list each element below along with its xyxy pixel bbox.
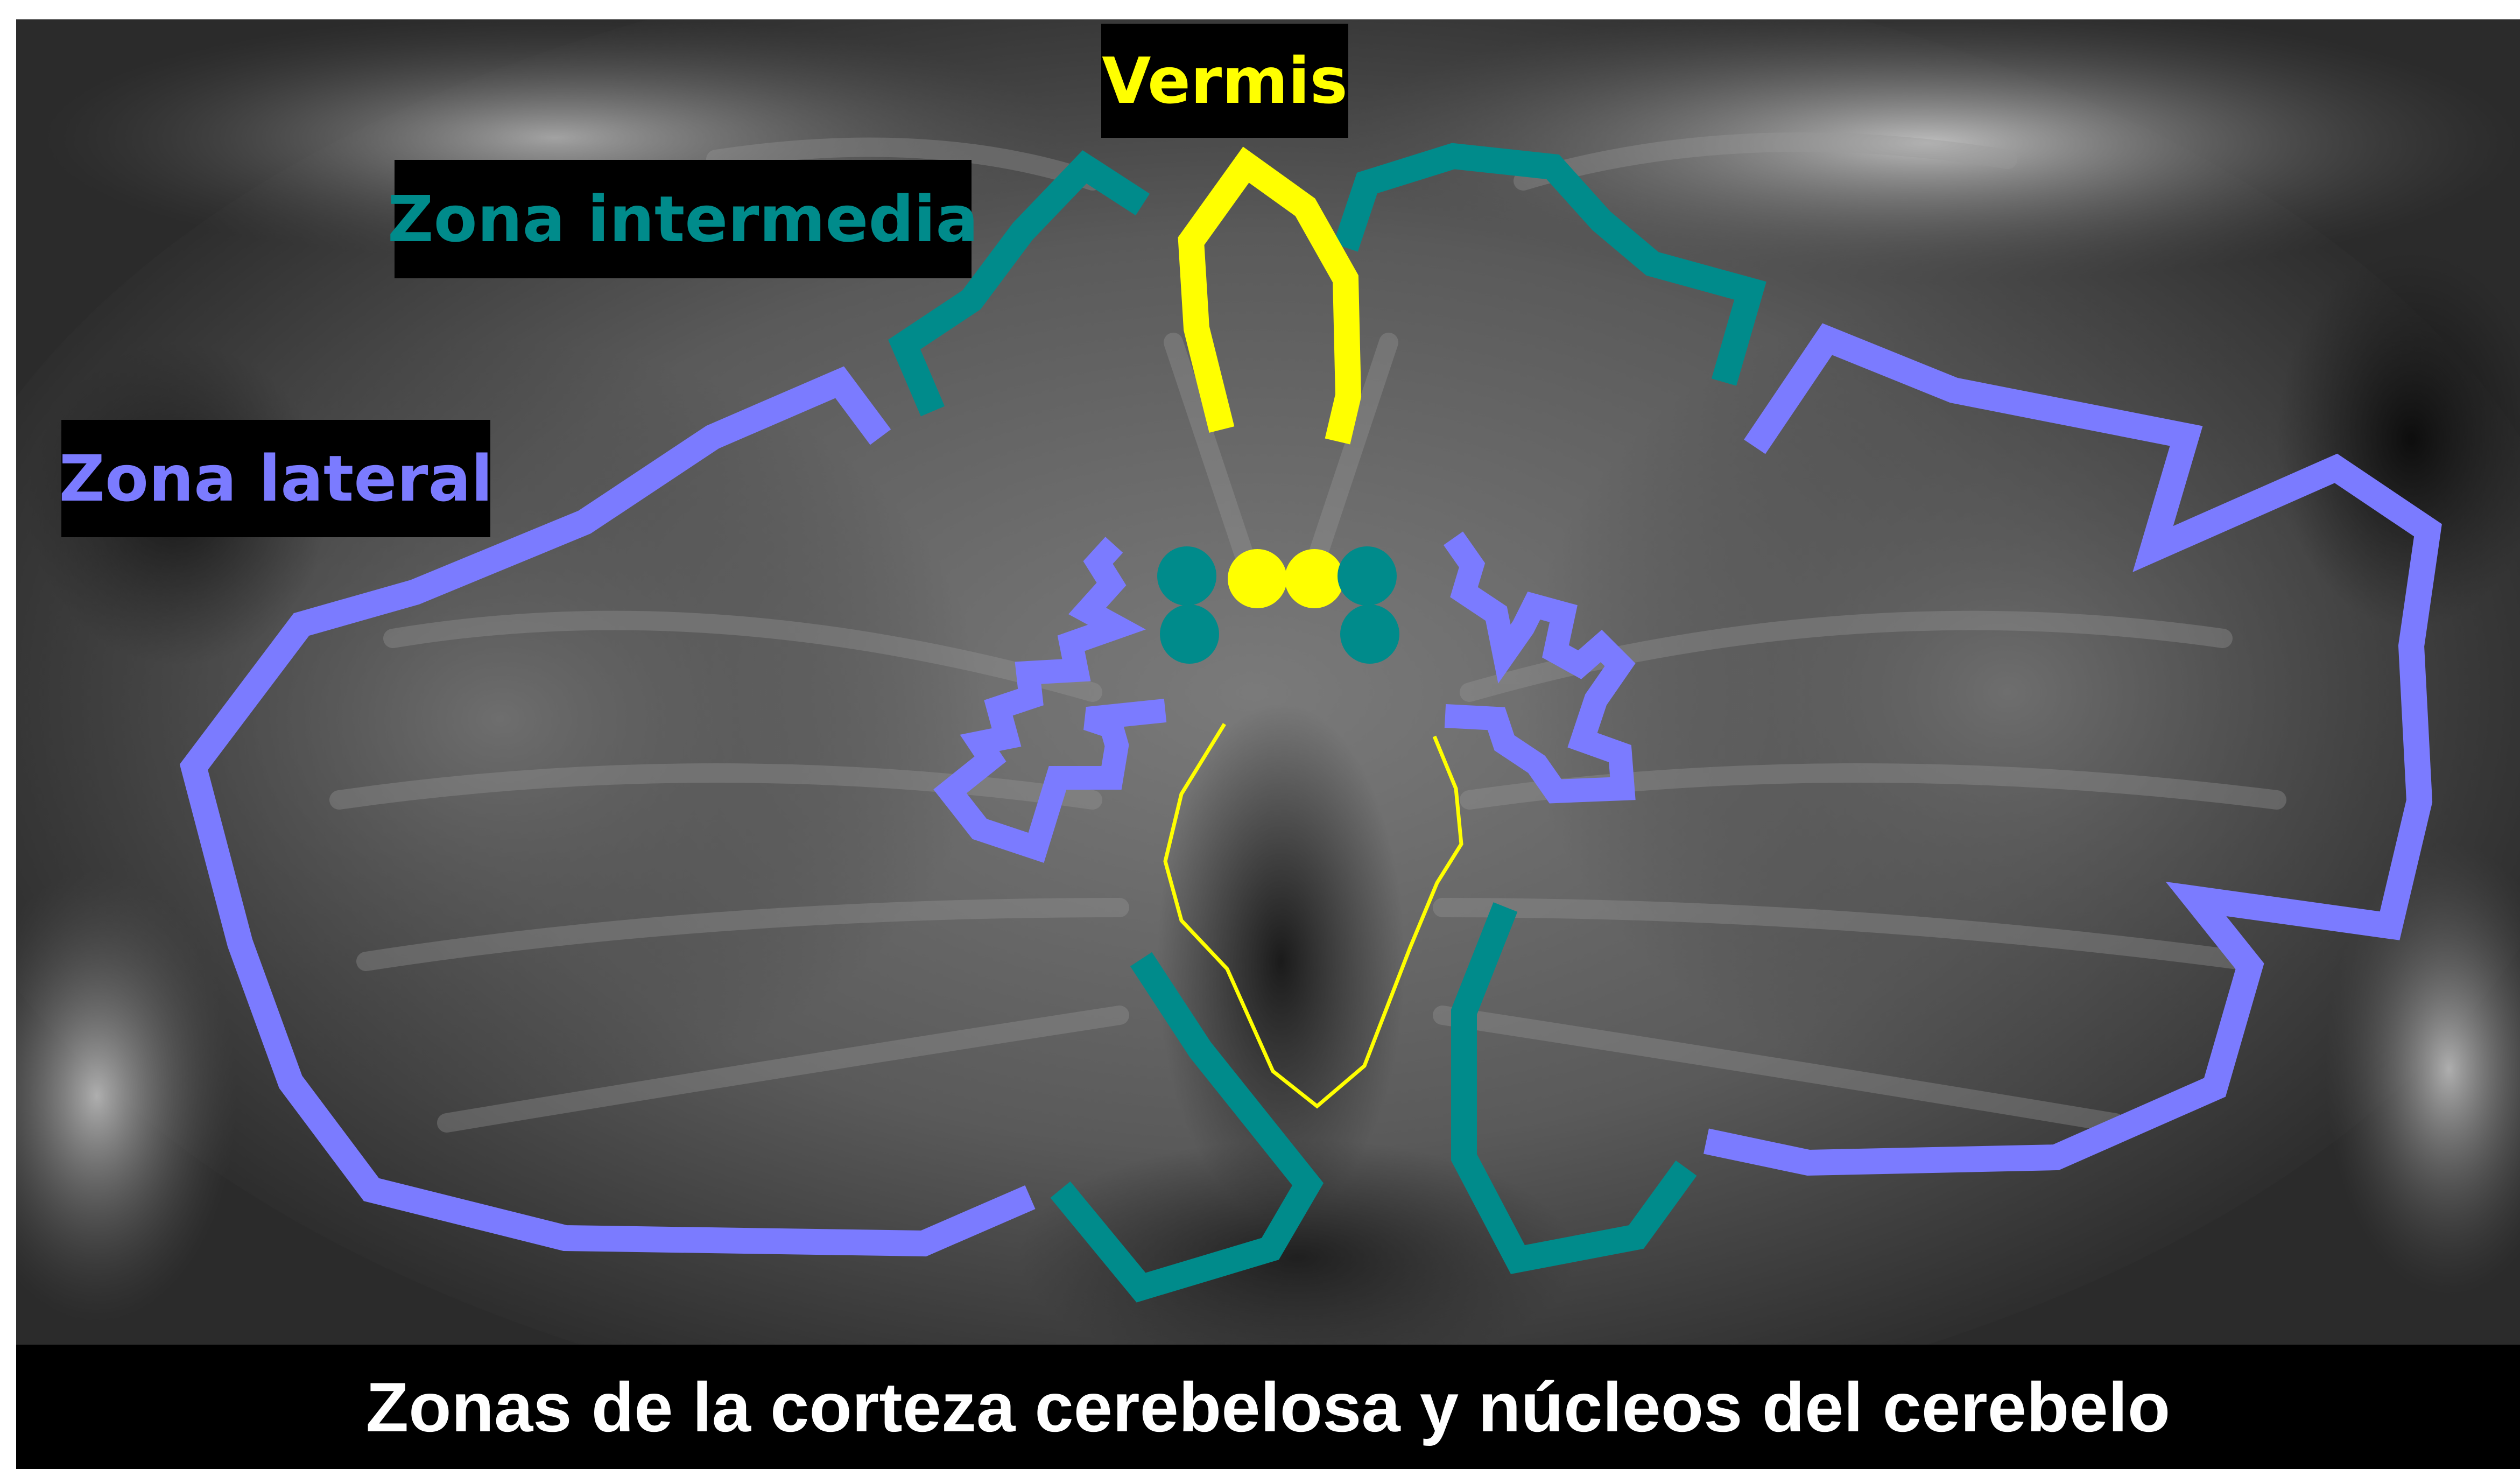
vermis-label: Vermis bbox=[1101, 24, 1348, 138]
fastigial-nucleus-right bbox=[1285, 549, 1344, 608]
interposed-nucleus-left-upper bbox=[1157, 546, 1216, 606]
lateral-zone-left-outline bbox=[179, 366, 1036, 1257]
zona-intermedia-label: Zona intermedia bbox=[388, 160, 979, 278]
fourth-ventricle-outline bbox=[1163, 723, 1463, 1109]
zona-lateral-label-text: Zona lateral bbox=[59, 441, 493, 516]
intermedia-zone-lower-left-outline bbox=[1050, 952, 1324, 1303]
intermedia-zone-upper-left-outline bbox=[888, 150, 1150, 417]
zona-intermedia-label-text: Zona intermedia bbox=[388, 182, 979, 256]
caption-bar: Zonas de la corteza cerebelosa y núcleos… bbox=[16, 1345, 2520, 1469]
deep-nuclei-dots bbox=[1157, 546, 1399, 664]
intermedia-zone-lower-right-outline bbox=[1451, 902, 1697, 1274]
vermis-label-text: Vermis bbox=[1102, 44, 1348, 118]
dentate-nucleus-right bbox=[1443, 531, 1636, 804]
interposed-nucleus-left-lower bbox=[1160, 605, 1219, 664]
vermis-outline bbox=[1178, 146, 1362, 445]
caption-title: Zonas de la corteza cerebelosa y núcleos… bbox=[365, 1367, 2171, 1446]
dentate-nucleus-left bbox=[933, 537, 1167, 863]
mri-texture bbox=[16, 19, 2520, 1345]
interposed-nucleus-right-lower bbox=[1340, 605, 1399, 664]
interposed-nucleus-right-upper bbox=[1338, 546, 1397, 606]
lateral-zone-right-outline bbox=[1704, 323, 2442, 1176]
mri-scan-image bbox=[16, 19, 2520, 1345]
intermedia-zone-upper-right-outline bbox=[1333, 143, 1766, 386]
zona-lateral-label: Zona lateral bbox=[59, 420, 493, 537]
fastigial-nucleus-left bbox=[1228, 549, 1287, 608]
